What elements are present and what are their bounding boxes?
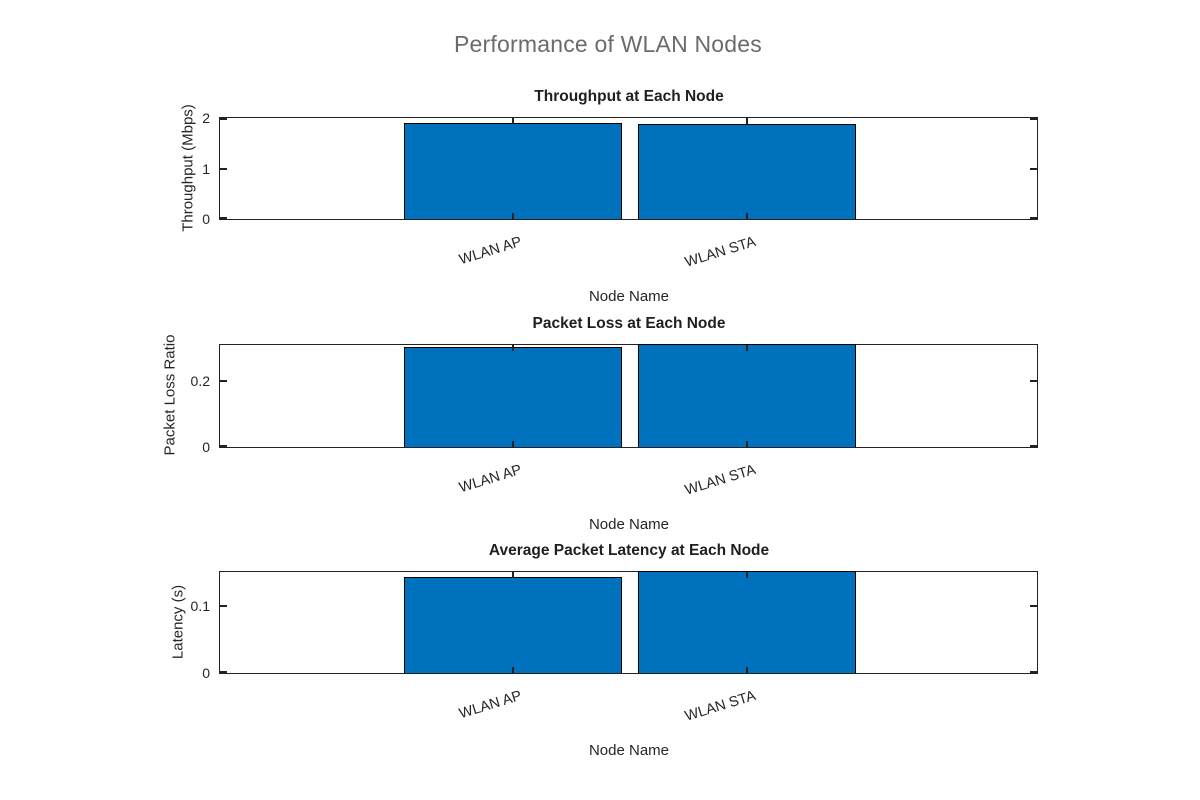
- x-category-label: WLAN STA: [683, 462, 758, 499]
- y-tick: [1030, 445, 1037, 447]
- bar-wlan-sta: [638, 570, 857, 673]
- x-tick: [511, 345, 514, 351]
- bar-wlan-sta: [638, 123, 857, 219]
- subplot-title: Average Packet Latency at Each Node: [488, 542, 770, 559]
- x-axis-label: Node Name: [588, 516, 670, 533]
- y-tick: [1030, 604, 1037, 607]
- x-tick: [746, 667, 749, 673]
- y-tick-label: 0: [202, 211, 210, 227]
- y-tick: [1030, 118, 1037, 120]
- y-tick: [220, 380, 227, 383]
- x-axis-label: Node Name: [588, 742, 670, 759]
- bar-wlan-sta: [638, 343, 857, 447]
- x-tick: [746, 213, 749, 219]
- subplot-title: Packet Loss at Each Node: [532, 315, 726, 332]
- x-tick: [511, 572, 514, 578]
- y-tick: [220, 217, 227, 219]
- y-tick: [1030, 217, 1037, 219]
- x-category-label: WLAN AP: [457, 234, 524, 269]
- y-tick: [220, 604, 227, 607]
- y-tick: [1030, 671, 1037, 673]
- y-tick: [220, 671, 227, 673]
- y-tick: [220, 118, 227, 120]
- y-tick-label: 2: [202, 110, 210, 126]
- bar-wlan-ap: [403, 122, 622, 219]
- figure-title: Performance of WLAN Nodes: [454, 31, 762, 57]
- y-tick-label: 0.2: [190, 373, 210, 390]
- y-axis-label: Latency (s): [169, 584, 187, 659]
- x-tick: [746, 345, 749, 351]
- x-tick: [746, 118, 749, 124]
- y-tick: [220, 167, 227, 170]
- subplot-title: Throughput at Each Node: [534, 88, 724, 105]
- x-tick: [511, 213, 514, 219]
- x-category-label: WLAN AP: [457, 462, 524, 497]
- y-tick-label: 0: [202, 665, 210, 681]
- y-tick: [220, 445, 227, 447]
- x-tick: [511, 667, 514, 673]
- y-tick-label: 1: [202, 160, 210, 177]
- y-tick-label: 0: [202, 439, 210, 455]
- y-tick: [1030, 380, 1037, 383]
- bar-wlan-ap: [403, 346, 622, 447]
- x-tick: [746, 441, 749, 447]
- x-tick: [511, 441, 514, 447]
- x-category-label: WLAN STA: [683, 234, 758, 271]
- x-category-label: WLAN AP: [457, 688, 524, 723]
- x-category-label: WLAN STA: [683, 688, 758, 725]
- x-axis-label: Node Name: [588, 288, 670, 305]
- y-tick-label: 0.1: [190, 597, 210, 614]
- bar-wlan-ap: [403, 577, 622, 673]
- y-tick: [1030, 167, 1037, 170]
- x-tick: [746, 572, 749, 578]
- x-tick: [511, 118, 514, 124]
